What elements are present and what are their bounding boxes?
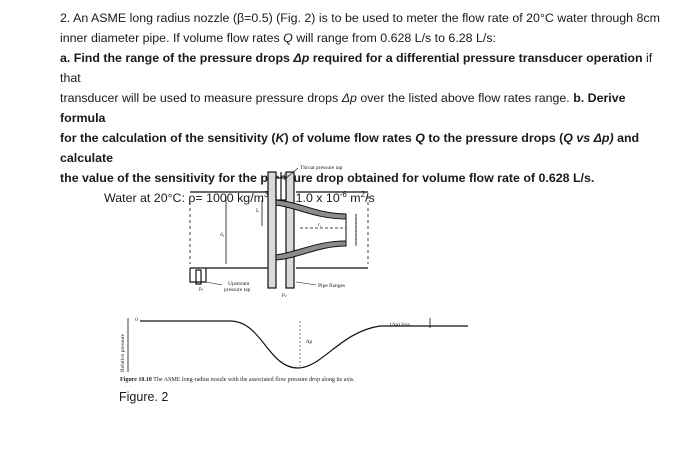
exponent: 3 xyxy=(263,189,269,199)
problem-statement: 2. An ASME long radius nozzle (β=0.5) (F… xyxy=(60,8,670,208)
exponent: 2 xyxy=(360,189,366,199)
dp-label: Δp xyxy=(306,339,313,345)
problem-line-4: transducer will be used to measure press… xyxy=(60,88,670,128)
water-text: m xyxy=(346,191,361,205)
exponent: -6 xyxy=(339,189,347,199)
part-b-text: to the pressure drops ( xyxy=(424,131,564,145)
pressure-drop-symbol: Δp xyxy=(341,91,357,105)
problem-text: transducer will be used to measure press… xyxy=(60,91,342,105)
upstream-tap-label-1: Upstream xyxy=(228,281,250,287)
p2-bottom-label: p₂ xyxy=(282,292,287,298)
problem-text: over the listed above flow rates range. xyxy=(356,91,574,105)
dp-loss-label: (Δp) loss xyxy=(390,321,410,328)
zero-label: 0 xyxy=(135,317,138,323)
p2-top-label: p₂ xyxy=(284,172,289,178)
problem-text: 2. An ASME long radius nozzle (β=0.5) (F… xyxy=(60,11,660,25)
problem-line-6: the value of the sensitivity for the pre… xyxy=(60,168,670,188)
part-b-text: the value of the sensitivity for the pre… xyxy=(60,171,595,185)
upstream-tap xyxy=(189,268,207,285)
part-b: for the calculation of the sensitivity (… xyxy=(60,128,670,168)
problem-text: inner diameter pipe. If volume flow rate… xyxy=(60,31,284,45)
part-a-heading: a. Find the range of the pressure drops xyxy=(60,51,294,65)
pipe-walls xyxy=(189,191,369,269)
dimension-lines xyxy=(225,196,357,264)
problem-line-1: 2. An ASME long radius nozzle (β=0.5) (F… xyxy=(60,8,670,28)
throat-tap xyxy=(275,172,287,201)
part-b-text: and calculate xyxy=(60,131,640,165)
caption-text: The ASME long-radius nozzle with the ass… xyxy=(151,377,355,383)
figure-label: Figure. 2 xyxy=(119,390,169,404)
water-text: Water at 20°C: ρ= 1000 kg/m xyxy=(104,191,264,205)
part-a: a. Find the range of the pressure drops … xyxy=(60,48,670,88)
problem-text: will range from 0.628 L/s to 6.28 L/s: xyxy=(292,31,496,45)
throat-tap-label: Throat pressure tap xyxy=(300,165,343,171)
problem-line-2: inner diameter pipe. If volume flow rate… xyxy=(60,28,670,48)
p1-label: p₁ xyxy=(199,286,204,292)
flow-rate-symbol: Q xyxy=(415,131,425,145)
part-b-text: for the calculation of the sensitivity ( xyxy=(60,131,276,145)
figure-caption: Figure 10.10 The ASME long-radius nozzle… xyxy=(120,377,355,383)
pressure-drop-symbol: Δp xyxy=(293,51,310,65)
part-b-text: ) of volume flow rates xyxy=(284,131,416,145)
caption-title: Figure 10.10 xyxy=(120,377,152,383)
r-label: r₁ xyxy=(318,222,322,228)
l-label: L xyxy=(256,208,260,214)
part-a-heading: required for a differential pressure tra… xyxy=(309,51,643,65)
water-text: /s xyxy=(365,191,375,205)
problem-text: if that xyxy=(60,51,653,85)
flow-rate-symbol: Q xyxy=(283,31,293,45)
upstream-tap-label-2: pressure tap xyxy=(224,287,251,293)
sensitivity-symbol: K xyxy=(275,131,285,145)
y-axis-label: Relative pressure xyxy=(120,333,126,372)
pressure-curve xyxy=(140,320,468,369)
pipe-flanges-label: Pipe flanges xyxy=(318,282,345,289)
d1-label: d₁ xyxy=(220,232,225,238)
relation-symbol: Q vs Δp) xyxy=(563,131,614,145)
pipe-flanges xyxy=(267,171,295,289)
part-b-heading: b. Derive formula xyxy=(60,91,626,125)
